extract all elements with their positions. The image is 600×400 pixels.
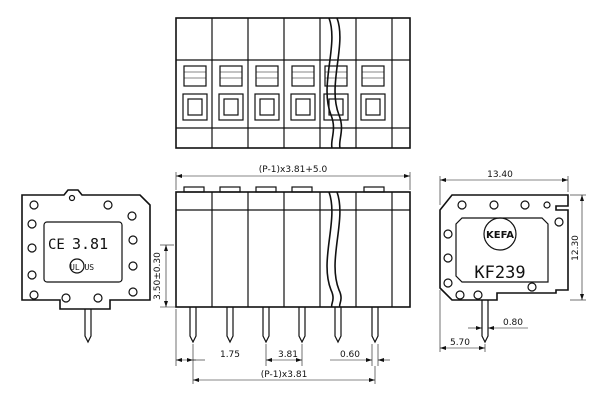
top-view [175,17,411,149]
logo-area [455,217,549,283]
dim-body-height: 12.30 [570,194,586,301]
dim-pin-offset-label: 1.75 [220,350,240,360]
hole [443,229,453,239]
pin [298,307,306,344]
slot-4 [290,65,316,121]
dim-pin-width-label: 0.60 [340,350,360,360]
dim-pin-thickness-label: 0.80 [503,318,523,328]
hole [29,200,39,210]
right-body-outline [439,194,569,301]
dim-pin-thickness: 0.80 [468,318,528,330]
pin [334,307,342,344]
pin [226,307,234,344]
break-line [334,17,343,149]
hole [443,278,453,288]
top-view-outline [175,17,411,149]
dim-height-label: 3.50±0.30 [153,252,163,300]
dim-pin-offset: 1.75 [175,309,240,366]
hole [68,194,76,202]
slot-1 [182,65,208,121]
dim-body-height-label: 12.30 [571,235,581,261]
dim-height: 3.50±0.30 [153,244,186,308]
hole [489,200,499,210]
hole [93,293,103,303]
dim-pin-position-label: 5.70 [450,338,470,348]
slot-5 [323,65,349,121]
hole [27,270,37,280]
hole [27,219,37,229]
dim-pitch: 3.81 [265,344,303,366]
ce-mark: CE [48,237,65,253]
dim-pitch-length-label: (P-1)x3.81 [261,370,308,380]
hole [128,261,138,271]
break-line [326,17,335,149]
hole [527,282,537,292]
pin [189,307,197,344]
pin [481,300,489,344]
break-line [334,191,342,308]
hole [29,290,39,300]
front-view [175,186,411,344]
slot-3 [254,65,280,121]
brand-logo-text: KEFA [486,230,514,241]
dim-pin-width: 0.60 [330,344,390,366]
hole [520,200,530,210]
hole [543,201,551,209]
pin [371,307,379,344]
pin [262,307,270,344]
label-area [43,221,123,283]
dim-depth-label: 13.40 [487,170,513,180]
slot-2 [218,65,244,121]
ul-mark: UL US [69,258,94,274]
dim-overall-length-label: (P-1)x3.81+5.0 [259,165,328,175]
hole [455,290,465,300]
left-side-view: CE 3.81 UL US [21,189,151,344]
hole [27,243,37,253]
right-side-view: KEFA KF239 [439,194,569,344]
dim-depth: 13.40 [439,170,569,205]
left-code: 3.81 [72,235,108,253]
dim-pitch-length: (P-1)x3.81 [192,366,376,384]
slot-6 [360,65,386,121]
hole [61,293,71,303]
hole [103,200,113,210]
break-line [326,191,334,308]
hole [473,290,483,300]
dim-overall-length: (P-1)x3.81+5.0 [175,165,411,190]
front-view-outline [175,191,411,308]
hole [443,253,453,263]
dim-pitch-label: 3.81 [278,350,298,360]
hole [127,211,137,221]
pin [84,309,92,344]
brand-logo [483,217,517,251]
hole [128,235,138,245]
left-body-outline [21,189,151,310]
hole [128,287,138,297]
dim-pin-position: 5.70 [439,290,486,352]
hole [554,217,564,227]
hole [457,200,467,210]
svg-text:UL US: UL US [70,263,94,272]
model-number: KF239 [474,263,525,283]
